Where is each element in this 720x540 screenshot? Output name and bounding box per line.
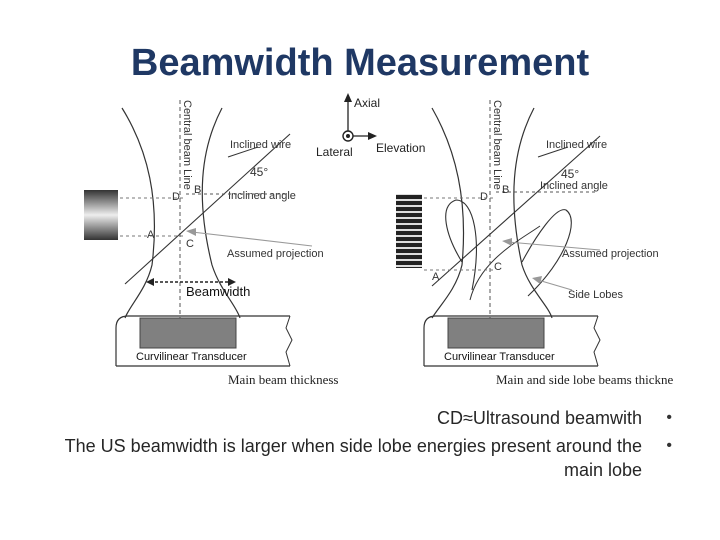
right-assumed-projection-label: Assumed projection — [562, 248, 659, 260]
right-inclined-angle-label: Inclined angle — [540, 180, 608, 192]
bullet-item: The US beamwidth is larger when side lob… — [42, 434, 672, 482]
left-point-a: A — [147, 229, 155, 241]
axes-indicator: Axial Lateral Elevation — [316, 93, 425, 159]
bullet-item: CD≈Ultrasound beamwith • — [42, 406, 672, 430]
right-central-beam-line-label: Central beam Line — [491, 100, 503, 190]
left-assumed-projection-label: Assumed projection — [227, 248, 324, 260]
bullet-text: CD≈Ultrasound beamwith — [437, 408, 642, 428]
right-inclined-wire-label: Inclined wire — [546, 139, 607, 151]
right-caption: Main and side lobe beams thickne — [496, 372, 674, 387]
left-inclined-angle-label: Inclined angle — [228, 190, 296, 202]
slide-title: Beamwidth Measurement — [130, 42, 590, 84]
left-point-d: D — [172, 191, 180, 203]
side-lobes-label: Side Lobes — [568, 289, 624, 301]
right-panel: Central beam Line Inclined wire 45° Incl… — [396, 100, 659, 367]
left-transducer-element — [139, 317, 237, 349]
right-point-a: A — [432, 271, 440, 283]
bullet-list: CD≈Ultrasound beamwith • The US beamwidt… — [42, 406, 672, 482]
left-wire-image — [84, 190, 118, 240]
bullet-marker: • — [666, 437, 672, 454]
left-inclined-wire-label: Inclined wire — [230, 139, 291, 151]
left-caption: Main beam thickness — [228, 372, 339, 387]
right-wire-image — [396, 194, 422, 268]
bullet-text: The US beamwidth is larger when side lob… — [64, 436, 642, 480]
bullet-marker: • — [666, 409, 672, 426]
right-point-b: B — [502, 184, 509, 196]
right-point-c: C — [494, 261, 502, 273]
left-panel: Central beam Line Inclined wire 45° Incl… — [84, 100, 324, 367]
left-angle-label: 45° — [250, 165, 268, 179]
axial-label: Axial — [354, 96, 380, 110]
elevation-label: Elevation — [376, 141, 425, 155]
beamwidth-label: Beamwidth — [186, 284, 250, 299]
right-transducer-label: Curvilinear Transducer — [444, 351, 555, 363]
right-transducer-element — [447, 317, 545, 349]
right-point-d: D — [480, 191, 488, 203]
right-angle-label: 45° — [561, 167, 579, 181]
left-point-c: C — [186, 238, 194, 250]
lateral-label: Lateral — [316, 145, 353, 159]
left-point-b: B — [194, 184, 201, 196]
left-central-beam-line-label: Central beam Line — [181, 100, 193, 190]
left-transducer-label: Curvilinear Transducer — [136, 351, 247, 363]
